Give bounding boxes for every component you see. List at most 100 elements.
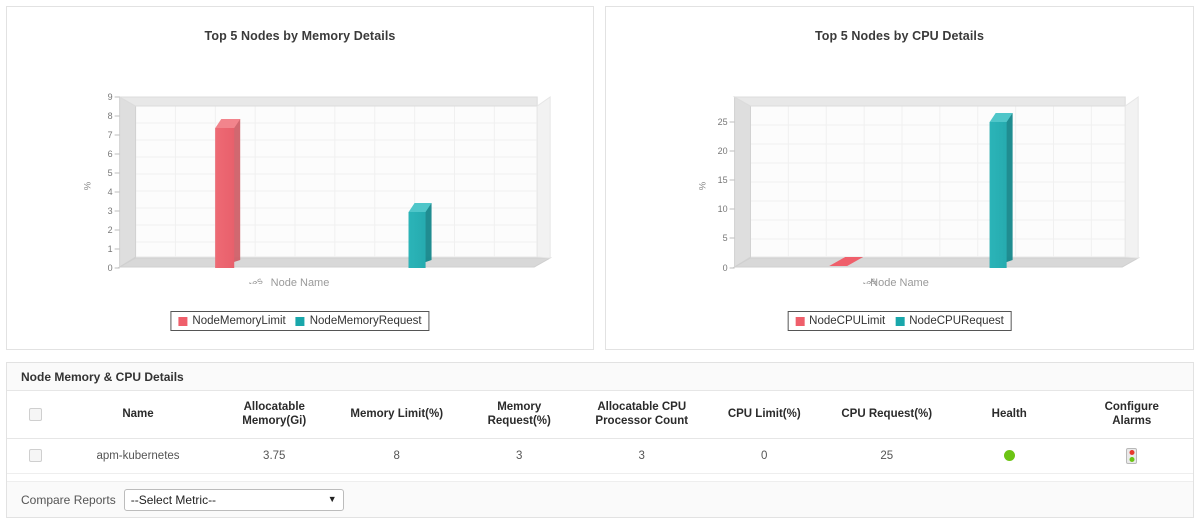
column-header-health[interactable]: Health	[948, 391, 1071, 439]
column-header-label-line2: Alarms	[1112, 415, 1152, 428]
svg-text:7: 7	[108, 130, 113, 140]
svg-text:0: 0	[723, 263, 728, 273]
legend-swatch-icon	[178, 316, 188, 326]
legend-swatch-icon	[295, 316, 305, 326]
svg-text:1: 1	[108, 244, 113, 254]
cell-cpu-request: 25	[825, 438, 948, 474]
compare-reports-label: Compare Reports	[21, 492, 116, 507]
column-header-name[interactable]: Name	[63, 391, 213, 439]
compare-reports-bar: Compare Reports --Select Metric-- ▼	[7, 481, 1193, 517]
svg-text:5: 5	[108, 168, 113, 178]
column-header-select-all	[7, 391, 63, 439]
bar-NodeCPURequest	[989, 113, 1013, 268]
column-header-label-line1: Allocatable CPU	[597, 401, 687, 413]
node-details-table: Name Allocatable Memory(Gi) Memory Limit…	[7, 391, 1193, 474]
compare-metric-select[interactable]: --Select Metric-- ▼	[123, 488, 344, 511]
cell-memory-request: 3	[458, 438, 581, 474]
column-header-label: Name	[122, 408, 154, 421]
svg-text:5: 5	[723, 233, 728, 243]
plot-right-edge	[536, 96, 551, 259]
plot-area-cpu: 25 20 15 10 5 0 % apm-kubernetes Node Na…	[606, 49, 1193, 289]
cell-allocatable-memory: 3.75	[213, 438, 336, 474]
column-header-label-line1: Allocatable	[243, 401, 305, 413]
plot-floor	[117, 257, 553, 268]
column-header-label-line1: Memory	[497, 401, 542, 413]
legend-item-node-cpu-request[interactable]: NodeCPURequest	[895, 315, 1004, 327]
table-body: apm-kubernetes 3.75 8 3 3 0 25	[7, 438, 1193, 474]
column-header-cpu-limit[interactable]: CPU Limit(%)	[703, 391, 826, 439]
svg-text:20: 20	[718, 146, 728, 156]
svg-text:2: 2	[108, 225, 113, 235]
cell-health	[948, 438, 1071, 474]
plot-gridlines-horizontal	[135, 122, 538, 243]
plot-back-wall	[135, 105, 538, 258]
svg-text:4: 4	[108, 187, 113, 197]
plot-top-edge	[117, 96, 538, 107]
y-axis-memory: 9 8 7 6 5 4 3 2 1 0	[108, 92, 120, 273]
row-select-cell	[7, 438, 63, 474]
chart-title-cpu: Top 5 Nodes by CPU Details	[814, 29, 985, 43]
cell-name[interactable]: apm-kubernetes	[63, 438, 213, 474]
memory-3d-bar-chart: 9 8 7 6 5 4 3 2 1 0 % apm-kubernetes	[83, 92, 553, 284]
svg-text:6: 6	[108, 149, 113, 159]
bar-NodeCPULimit	[829, 257, 864, 266]
bar-NodeMemoryLimit	[215, 119, 241, 268]
cell-memory-limit: 8	[335, 438, 458, 474]
plot-left-wall	[734, 96, 752, 268]
cell-configure-alarms	[1070, 438, 1193, 474]
traffic-light-icon[interactable]	[1126, 447, 1138, 464]
x-axis-title-cpu: Node Name	[870, 277, 929, 289]
legend-label: NodeCPURequest	[909, 315, 1004, 327]
y-axis-title-memory: %	[83, 181, 94, 190]
charts-row: Top 5 Nodes by Memory Details	[6, 6, 1194, 350]
row-checkbox[interactable]	[28, 449, 42, 463]
column-header-allocatable-memory[interactable]: Allocatable Memory(Gi)	[213, 391, 336, 439]
legend-item-node-cpu-limit[interactable]: NodeCPULimit	[795, 315, 885, 327]
plot-left-wall	[119, 96, 137, 268]
svg-text:15: 15	[718, 175, 728, 185]
svg-text:25: 25	[718, 117, 728, 127]
table-row[interactable]: apm-kubernetes 3.75 8 3 3 0 25	[7, 438, 1193, 474]
plot-floor	[732, 257, 1141, 268]
legend-label: NodeMemoryLimit	[192, 315, 286, 327]
y-axis-title-cpu: %	[698, 181, 709, 190]
column-header-cpu-request[interactable]: CPU Request(%)	[825, 391, 948, 439]
table-header: Name Allocatable Memory(Gi) Memory Limit…	[7, 391, 1193, 439]
legend-item-node-memory-limit[interactable]: NodeMemoryLimit	[178, 315, 286, 327]
table-header-row: Name Allocatable Memory(Gi) Memory Limit…	[7, 391, 1193, 439]
health-status-icon	[1003, 450, 1015, 462]
column-header-label-line2: Processor Count	[595, 415, 689, 428]
column-header-memory-request[interactable]: Memory Request(%)	[458, 391, 581, 439]
chart-card-cpu: Top 5 Nodes by CPU Details	[605, 6, 1194, 350]
select-all-checkbox[interactable]	[28, 407, 42, 421]
svg-text:0: 0	[108, 263, 113, 273]
svg-text:10: 10	[718, 204, 728, 214]
column-header-label-line2: Request(%)	[487, 415, 551, 428]
column-header-configure-alarms[interactable]: Configure Alarms	[1070, 391, 1193, 439]
chevron-down-icon: ▼	[327, 494, 337, 504]
chart-card-memory: Top 5 Nodes by Memory Details	[6, 6, 594, 350]
legend-memory[interactable]: NodeMemoryLimit NodeMemoryRequest	[170, 311, 430, 331]
chart-title-memory: Top 5 Nodes by Memory Details	[204, 29, 396, 43]
legend-swatch-icon	[795, 316, 805, 326]
legend-item-node-memory-request[interactable]: NodeMemoryRequest	[295, 315, 422, 327]
svg-text:3: 3	[108, 206, 113, 216]
column-header-label: CPU Request(%)	[841, 408, 933, 421]
plot-right-edge	[1124, 96, 1139, 259]
legend-label: NodeCPULimit	[809, 315, 886, 327]
legend-cpu[interactable]: NodeCPULimit NodeCPURequest	[787, 311, 1012, 331]
svg-text:8: 8	[108, 111, 113, 121]
cpu-3d-bar-chart: 25 20 15 10 5 0 % apm-kubernetes	[698, 96, 1141, 284]
panel-title: Node Memory & CPU Details	[7, 363, 1193, 391]
column-header-label: Health	[991, 408, 1027, 421]
legend-swatch-icon	[895, 316, 905, 326]
plot-area-memory: 9 8 7 6 5 4 3 2 1 0 % apm-kubernetes	[7, 49, 593, 289]
column-header-allocatable-cpu[interactable]: Allocatable CPU Processor Count	[580, 391, 703, 439]
legend-label: NodeMemoryRequest	[309, 315, 422, 327]
compare-metric-selected-value: --Select Metric--	[130, 492, 217, 507]
cell-cpu-limit: 0	[703, 438, 826, 474]
x-axis-title-memory: Node Name	[270, 277, 330, 289]
column-header-label-line2: Memory(Gi)	[242, 415, 307, 428]
column-header-memory-limit[interactable]: Memory Limit(%)	[335, 391, 458, 439]
